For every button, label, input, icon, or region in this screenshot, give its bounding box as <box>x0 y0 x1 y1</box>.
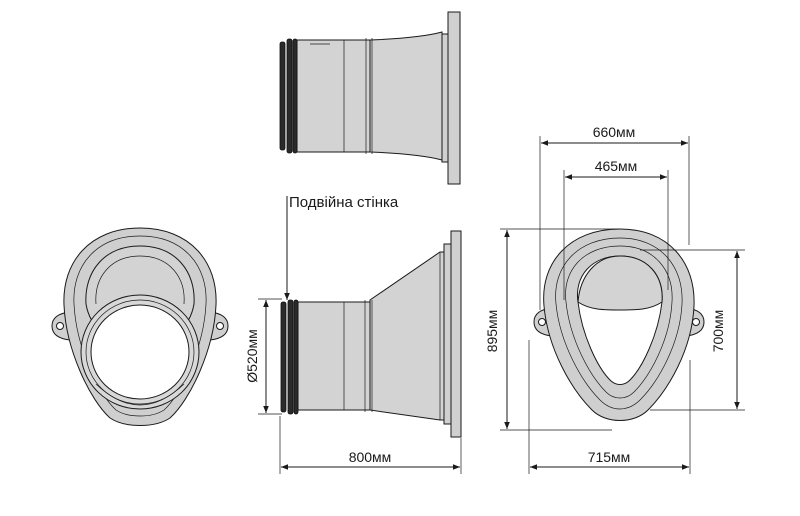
right-front-view: 660мм 465мм 895мм 700мм 715мм <box>484 124 745 474</box>
top-flange <box>447 11 461 185</box>
mid-gasket-2 <box>287 299 294 415</box>
double-wall-label: Подвійна стінка <box>289 194 399 211</box>
top-side-view <box>279 11 461 185</box>
top-flare <box>369 31 443 161</box>
mid-flange-inner <box>443 243 452 425</box>
right-ear-hole <box>216 322 224 330</box>
left-front-view <box>51 227 229 426</box>
length-label: 800мм <box>349 449 392 465</box>
top-gasket-1 <box>279 41 286 151</box>
inner-width-label: 465мм <box>595 158 638 174</box>
left-pipe-bore <box>90 304 190 400</box>
middle-side-view: Подвійна стінка Ø520мм 800мм <box>244 194 462 474</box>
top-gasket-2 <box>286 38 293 154</box>
top-flange-inner <box>441 33 449 163</box>
mid-cone <box>369 251 445 421</box>
mid-flange <box>450 230 462 438</box>
left-ear-hole <box>56 322 64 330</box>
height-label: 895мм <box>484 310 500 353</box>
right-height-label: 700мм <box>710 310 726 353</box>
outer-width-label: 660мм <box>593 124 636 140</box>
mid-cylinder <box>297 301 371 411</box>
top-gasket-3 <box>292 38 298 154</box>
right-cone-shade <box>577 255 663 311</box>
mid-gasket-1 <box>280 301 287 413</box>
diameter-label: Ø520мм <box>244 329 260 383</box>
mid-gasket-3 <box>293 299 299 415</box>
top-cylinder <box>296 39 371 153</box>
bottom-width-label: 715мм <box>588 449 631 465</box>
